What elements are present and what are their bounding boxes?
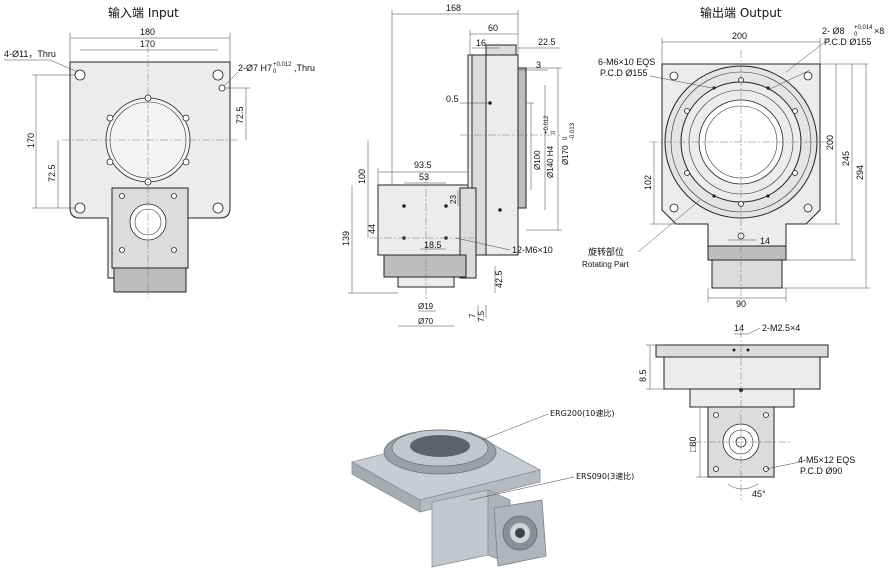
output-thread-label: 6-M6×10 EQS xyxy=(598,57,655,67)
bottom-m5-pcd: P.C.D Ø90 xyxy=(800,466,842,476)
side-dim-16: 16 xyxy=(476,38,486,48)
input-view xyxy=(4,33,250,298)
output-pin-tol-lower: 0 xyxy=(854,32,858,38)
output-dim-h102: 102 xyxy=(643,175,653,190)
side-dim-h100: 100 xyxy=(357,169,367,184)
side-dim-d100: Ø100 xyxy=(533,150,542,170)
side-dim-3: 3 xyxy=(536,60,541,70)
side-dim-0-5: 0.5 xyxy=(446,94,459,104)
side-dim-22-5: 22.5 xyxy=(538,37,556,47)
input-holes-label: 4-Ø11，Thru xyxy=(4,49,56,59)
side-dim-d19: Ø19 xyxy=(418,302,434,311)
side-dim-d70: Ø70 xyxy=(418,317,434,326)
side-dim-93-5: 93.5 xyxy=(414,160,432,170)
side-dim-7: 7 xyxy=(468,313,477,318)
side-dim-53: 53 xyxy=(419,172,429,182)
side-thread-label: 12-M6×10 xyxy=(512,245,553,255)
output-pin-suffix: ×8 xyxy=(874,26,884,36)
render-label-erg200: ERG200(10速比) xyxy=(550,408,615,418)
side-dim-d170-tol-lower: -0.013 xyxy=(570,122,576,140)
output-pin-label: 2- Ø8 xyxy=(822,26,845,36)
side-dim-23: 23 xyxy=(449,195,458,204)
output-dim-90: 90 xyxy=(736,299,746,309)
output-dim-h200: 200 xyxy=(825,135,835,150)
bottom-m5-label: 4-M5×12 EQS xyxy=(798,455,855,465)
side-dim-168: 168 xyxy=(446,3,461,13)
rotating-part-en: Rotating Part xyxy=(582,260,629,269)
input-pin-tol-lower: 0 xyxy=(273,69,277,75)
output-dim-h245: 245 xyxy=(841,151,851,166)
rotating-part-cn: 旋转部位 xyxy=(588,246,624,258)
side-dim-d140: Ø140 H4 xyxy=(546,145,555,178)
side-dim-44: 44 xyxy=(367,224,377,234)
side-dim-d140-tol-lower: 0 xyxy=(551,130,557,134)
render-label-ers090: ERS090(3速比) xyxy=(576,471,634,481)
side-dim-d140-tol-upper: +0.012 xyxy=(544,115,550,134)
input-dim-h170: 170 xyxy=(26,133,36,148)
output-thread-pcd: P.C.D Ø155 xyxy=(600,68,647,78)
input-pin-suffix: ,Thru xyxy=(294,63,315,73)
input-dim-180: 180 xyxy=(140,27,155,37)
output-title: 输出端 Output xyxy=(700,5,782,20)
output-view xyxy=(637,37,870,302)
side-dim-d170: Ø170 xyxy=(561,145,570,165)
gearbox-render xyxy=(350,429,547,568)
side-dim-7-5: 7.5 xyxy=(477,310,486,322)
input-pin-label: 2-Ø7 H7 xyxy=(238,63,272,73)
output-dim-200: 200 xyxy=(732,31,747,41)
side-view xyxy=(348,10,562,327)
bottom-angle: 45° xyxy=(752,489,766,499)
bottom-dim-8-5: 8.5 xyxy=(638,369,648,382)
input-pin-tol-upper: +0.012 xyxy=(273,62,292,68)
bottom-dim-14: 14 xyxy=(734,323,744,333)
side-dim-d170-tol-upper: 0 xyxy=(563,136,569,140)
bottom-m2-label: 2-M2.5×4 xyxy=(762,323,800,333)
input-dim-170: 170 xyxy=(140,39,155,49)
input-dim-72-5-left: 72.5 xyxy=(47,164,57,182)
output-pin-tol-upper: +0.014 xyxy=(854,25,873,31)
side-dim-60: 60 xyxy=(488,23,498,33)
output-dim-14: 14 xyxy=(760,236,770,246)
bottom-view xyxy=(646,327,829,500)
input-dim-72-5-right: 72.5 xyxy=(235,106,245,124)
bottom-dim-sq80: □80 xyxy=(688,437,698,452)
input-title: 输入端 Input xyxy=(108,5,179,20)
side-dim-18-5: 18.5 xyxy=(424,240,442,250)
output-pin-pcd: P.C.D Ø155 xyxy=(824,37,871,47)
output-dim-h294: 294 xyxy=(855,165,865,180)
side-dim-h139: 139 xyxy=(341,231,351,246)
side-dim-42-5: 42.5 xyxy=(494,270,504,288)
